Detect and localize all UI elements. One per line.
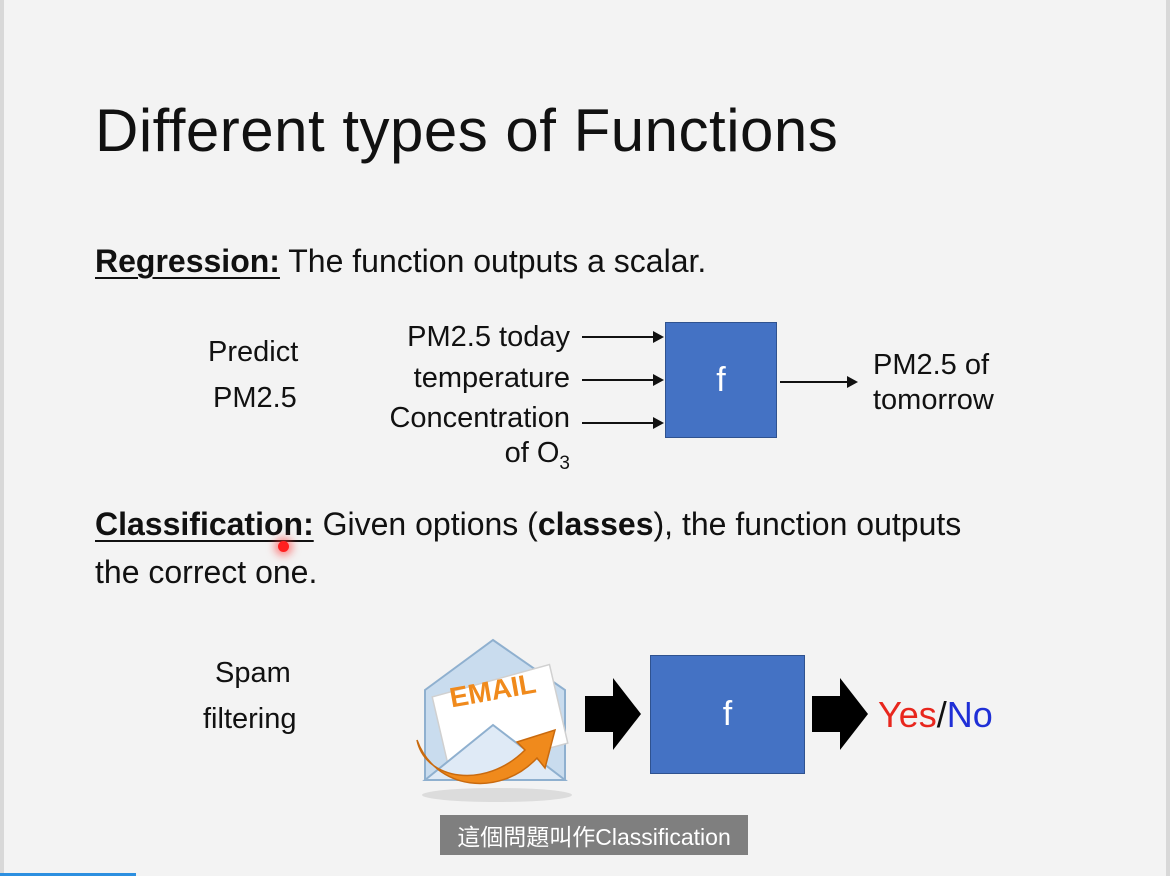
regression-term: Regression: (95, 243, 280, 279)
output-arrow (780, 376, 858, 388)
regression-input-concentration: Concentration (389, 402, 570, 434)
window-left-edge (0, 0, 4, 876)
output-yes: Yes (878, 694, 937, 735)
input-arrow-1 (582, 331, 664, 343)
classification-heading: Classification: Given options (classes),… (95, 506, 962, 542)
input-arrow-3 (582, 417, 664, 429)
regression-input-pm25: PM2.5 today (407, 321, 570, 353)
classification-function-box: f (650, 655, 805, 774)
email-icon: EMAIL (416, 638, 572, 802)
regression-function-box: f (665, 322, 777, 438)
regression-input-temperature: temperature (413, 362, 570, 394)
input-block-arrow (585, 678, 641, 750)
regression-task-line1: Predict (208, 336, 299, 368)
classification-description-line2: the correct one. (95, 554, 318, 590)
window-right-edge (1166, 0, 1170, 876)
classification-task-line1: Spam (215, 657, 291, 689)
video-progress-bar[interactable] (0, 873, 136, 876)
output-no: No (946, 694, 993, 735)
regression-heading: Regression: The function outputs a scala… (95, 243, 706, 280)
regression-output-line1: PM2.5 of (873, 349, 990, 381)
classification-term: Classification: (95, 506, 314, 542)
regression-output-line2: tomorrow (873, 384, 994, 416)
laser-pointer (278, 541, 289, 552)
classification-output: Yes/No (878, 694, 993, 736)
video-subtitle: 這個問題叫作Classification (440, 815, 748, 855)
output-block-arrow (812, 678, 868, 750)
regression-input-o3: of O3 (504, 437, 570, 474)
classes-term: classes (537, 506, 654, 542)
classification-task-line2: filtering (203, 703, 297, 735)
regression-task-line2: PM2.5 (213, 382, 297, 414)
output-separator: / (936, 694, 947, 735)
slide-title: Different types of Functions (95, 97, 839, 164)
input-arrow-2 (582, 374, 664, 386)
regression-description: The function outputs a scalar. (279, 243, 707, 279)
